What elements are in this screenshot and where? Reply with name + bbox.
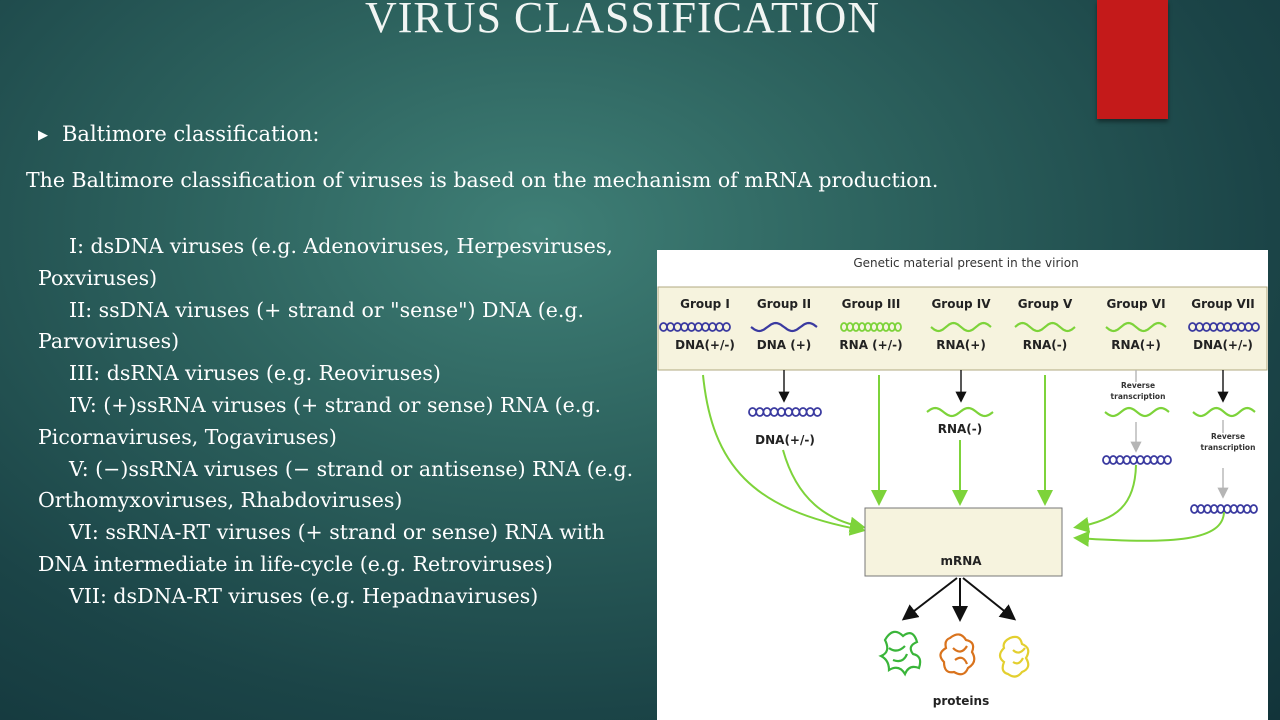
group-label-3: Group III bbox=[842, 297, 901, 311]
diagram-svg: Genetic material present in the virion G… bbox=[657, 256, 1268, 708]
protein-icon-yellow bbox=[998, 635, 1030, 678]
material-label-3: RNA (+/-) bbox=[839, 338, 902, 352]
reverse-transcription-label-2b: transcription bbox=[1201, 443, 1256, 452]
arrow-group7-to-mrna bbox=[1073, 511, 1225, 547]
dsrna-helix-group3 bbox=[840, 322, 902, 332]
protein-icon-orange bbox=[939, 633, 976, 676]
bullet-text: Baltimore classification: bbox=[62, 122, 320, 146]
group-item-5: V: (−)ssRNA viruses (− strand or antisen… bbox=[38, 456, 634, 513]
group-item-6: VI: ssRNA-RT viruses (+ strand or sense)… bbox=[38, 520, 605, 576]
group-item-4: IV: (+)ssRNA viruses (+ strand or sense)… bbox=[38, 392, 601, 449]
ssrna-strand-group4 bbox=[930, 321, 992, 333]
arrow-group6-to-mrna bbox=[1073, 464, 1137, 533]
reverse-transcription-label-1a: Reverse bbox=[1121, 381, 1155, 390]
group-label-6: Group VI bbox=[1106, 297, 1165, 311]
ssdna-strand-group2 bbox=[750, 321, 818, 333]
material-label-7: DNA(+/-) bbox=[1193, 338, 1253, 352]
ssrna-strand-group5 bbox=[1014, 321, 1076, 333]
group-item-3: III: dsRNA viruses (e.g. Reoviruses) bbox=[69, 361, 441, 386]
ssrna-strand-group6 bbox=[1105, 321, 1167, 333]
intermediate-rna-label: RNA(-) bbox=[938, 422, 983, 436]
reverse-transcription-label-1b: transcription bbox=[1111, 392, 1166, 401]
dsdna-helix-group7 bbox=[1188, 322, 1260, 332]
dsdna-intermediate bbox=[748, 407, 822, 417]
group-label-1: Group I bbox=[680, 297, 730, 311]
group-columns: Group I Group II Group III Group IV Grou… bbox=[675, 297, 1255, 352]
arrow-group1-to-mrna bbox=[702, 374, 866, 536]
group-label-7: Group VII bbox=[1191, 297, 1255, 311]
reverse-transcription-label-2a: Reverse bbox=[1211, 432, 1245, 441]
ssrna-group7-pregenome bbox=[1192, 406, 1256, 418]
protein-icon-green bbox=[878, 630, 922, 677]
ssrna-group6-copy bbox=[1104, 406, 1170, 418]
arrow-mrna-to-protein-1 bbox=[901, 577, 958, 621]
figure-header: Genetic material present in the virion bbox=[853, 256, 1078, 270]
bullet-arrow-icon: ▶ bbox=[38, 127, 48, 143]
material-label-6: RNA(+) bbox=[1111, 338, 1161, 352]
group-label-5: Group V bbox=[1018, 297, 1073, 311]
baltimore-diagram: Genetic material present in the virion G… bbox=[657, 250, 1268, 720]
proteins-label: proteins bbox=[933, 694, 989, 708]
material-label-5: RNA(-) bbox=[1023, 338, 1068, 352]
group-list: I: dsDNA viruses (e.g. Adenoviruses, Her… bbox=[38, 231, 658, 613]
mrna-label: mRNA bbox=[940, 554, 982, 568]
slide-title: VIRUS CLASSIFICATION bbox=[364, 0, 881, 42]
dsdna-helix-group1 bbox=[659, 322, 731, 332]
group-item-7: VII: dsDNA-RT viruses (e.g. Hepadnavirus… bbox=[69, 583, 539, 608]
material-label-4: RNA(+) bbox=[936, 338, 986, 352]
material-label-1: DNA(+/-) bbox=[675, 338, 735, 352]
group-label-2: Group II bbox=[757, 297, 811, 311]
bullet-item: ▶ Baltimore classification: bbox=[38, 122, 319, 146]
ssrna-intermediate bbox=[926, 406, 994, 418]
material-label-2: DNA (+) bbox=[757, 338, 812, 352]
intro-text: The Baltimore classification of viruses … bbox=[26, 168, 939, 192]
group-item-2: II: ssDNA viruses (+ strand or "sense") … bbox=[38, 297, 585, 354]
dsdna-group7-rt bbox=[1190, 504, 1258, 514]
arrow-mrna-to-protein-3 bbox=[962, 577, 1017, 621]
intermediate-dna-label: DNA(+/-) bbox=[755, 433, 815, 447]
group-label-4: Group IV bbox=[931, 297, 991, 311]
red-accent-tab bbox=[1097, 0, 1168, 119]
arrow-dna-to-mrna bbox=[782, 449, 866, 533]
group-item-1: I: dsDNA viruses (e.g. Adenoviruses, Her… bbox=[38, 234, 613, 290]
dsdna-group6-rt bbox=[1102, 455, 1172, 465]
mrna-box bbox=[864, 507, 1063, 577]
